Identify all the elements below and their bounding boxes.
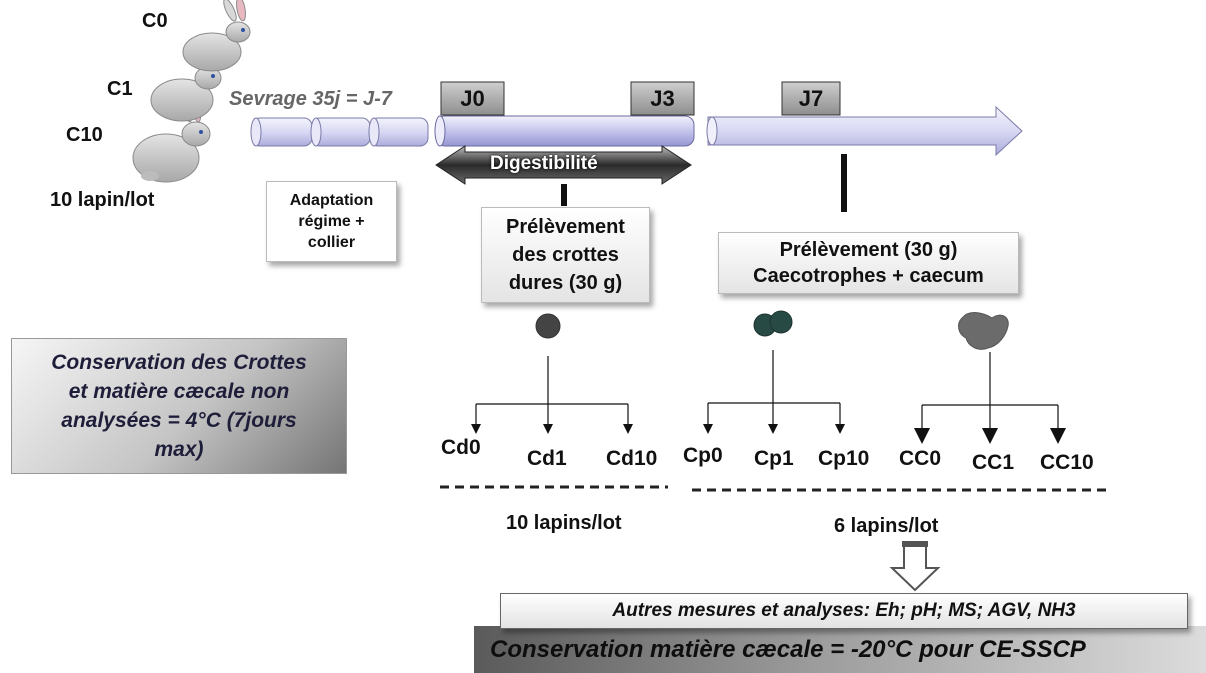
- sampling-caeco-box: Prélèvement (30 g) Caecotrophes + caecum: [718, 232, 1019, 294]
- sample-cp1: Cp1: [754, 447, 794, 470]
- adaptation-line: Adaptation: [289, 192, 374, 209]
- lot-label-right: 6 lapins/lot: [834, 515, 939, 537]
- sample-cp10: Cp10: [818, 447, 870, 470]
- branch-lines: [475, 350, 1059, 432]
- group-label-c10: C10: [66, 124, 103, 146]
- group-size-label: 10 lapin/lot: [50, 189, 155, 211]
- sampling-hard-line: dures (30 g): [508, 272, 623, 294]
- adaptation-tubes: [250, 117, 429, 147]
- sample-cc0: CC0: [899, 447, 942, 470]
- sample-cd1: Cd1: [527, 447, 567, 470]
- sampling-hard-box: Prélèvement des crottes dures (30 g): [481, 207, 650, 303]
- storage-note-line: analysées = 4°C (7jours: [61, 409, 297, 432]
- day-j7: J7: [798, 85, 824, 111]
- sample-cc10: CC10: [1040, 451, 1094, 474]
- sample-cp0: Cp0: [683, 444, 723, 467]
- storage-note-line: et matière cæcale non: [68, 380, 290, 403]
- digestibility-arrow: [435, 145, 692, 185]
- frozen-bar-background: [474, 626, 1206, 673]
- day-j0: J0: [460, 85, 485, 111]
- rabbit-illustration: [132, 0, 251, 183]
- adaptation-line: régime +: [298, 213, 365, 230]
- other-measures-box: Autres mesures et analyses: Eh; pH; MS; …: [500, 593, 1188, 629]
- timeline-j0-j3: [434, 115, 695, 147]
- sampling-hard-line: Prélèvement: [506, 216, 625, 238]
- timeline-arrow: [706, 105, 1023, 157]
- weaning-label: Sevrage 35j = J-7: [229, 88, 392, 110]
- rabbit-c10-icon: [132, 91, 211, 183]
- sampling-caeco-line: Caecotrophes + caecum: [753, 265, 984, 287]
- lot-label-left: 10 lapins/lot: [506, 512, 622, 534]
- storage-note-line: Conservation des Crottes: [51, 351, 307, 374]
- down-arrow-icon: [889, 543, 941, 592]
- other-measures-label: Autres mesures et analyses: Eh; pH; MS; …: [612, 600, 1076, 621]
- adaptation-line: collier: [307, 234, 356, 251]
- storage-note-box: Conservation des Crottes et matière cæca…: [11, 338, 347, 474]
- storage-note-line: max): [154, 438, 204, 461]
- sample-cc1: CC1: [972, 451, 1015, 474]
- branch-arrowheads: [471, 424, 1066, 444]
- rabbit-c0-icon: [182, 0, 251, 72]
- day-j3: J3: [650, 85, 675, 111]
- hard-feces-icon: [535, 313, 561, 339]
- sampling-hard-line: des crottes: [512, 244, 619, 266]
- storage-frozen-label: Conservation matière cæcale = -20°C pour…: [490, 636, 1086, 663]
- caecotrophe-icon: [753, 310, 793, 337]
- sample-cd10: Cd10: [606, 447, 658, 470]
- group-label-c0: C0: [142, 10, 168, 32]
- digestibility-label: Digestibilité: [490, 153, 598, 174]
- sampling-caeco-line: Prélèvement (30 g): [779, 239, 958, 261]
- sample-cd0: Cd0: [441, 436, 481, 459]
- adaptation-box: Adaptation régime + collier: [266, 181, 397, 262]
- caecum-icon: [958, 312, 1009, 350]
- group-label-c1: C1: [107, 78, 133, 100]
